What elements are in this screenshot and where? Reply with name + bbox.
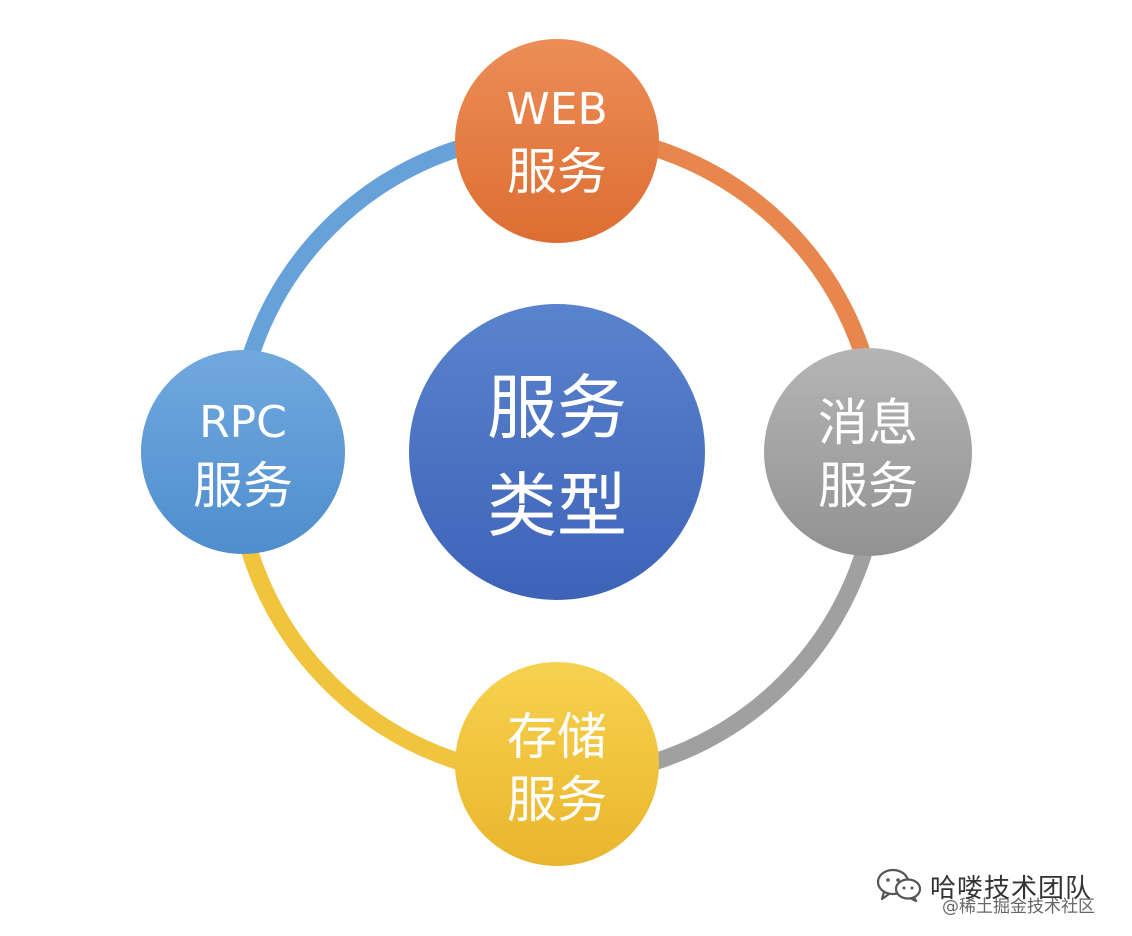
watermark-name: 哈喽技术团队 [930,874,1093,904]
watermark: 哈喽技术团队 @稀土掘金技术社区 [876,866,1126,926]
center-label-line1: 服务 [487,367,627,449]
rpc-service-node: RPC 服务 [141,350,345,554]
message-node-line1: 消息 [818,394,918,452]
rpc-node-line1: RPC [199,397,287,448]
rpc-node-line2: 服务 [193,457,293,515]
message-service-node: 消息 服务 [764,348,972,556]
storage-node-line1: 存储 [507,708,607,766]
storage-service-node: 存储 服务 [455,662,659,866]
message-node-line2: 服务 [818,457,918,515]
center-label-line2: 类型 [487,465,627,547]
web-node-line1: WEB [506,84,608,135]
watermark-sub: @稀土掘金技术社区 [942,897,1095,917]
web-node-line2: 服务 [507,143,607,201]
storage-node-line2: 服务 [507,771,607,829]
center-node: 服务 类型 [409,304,705,600]
web-service-node: WEB 服务 [455,39,659,243]
wechat-icon [876,868,922,902]
